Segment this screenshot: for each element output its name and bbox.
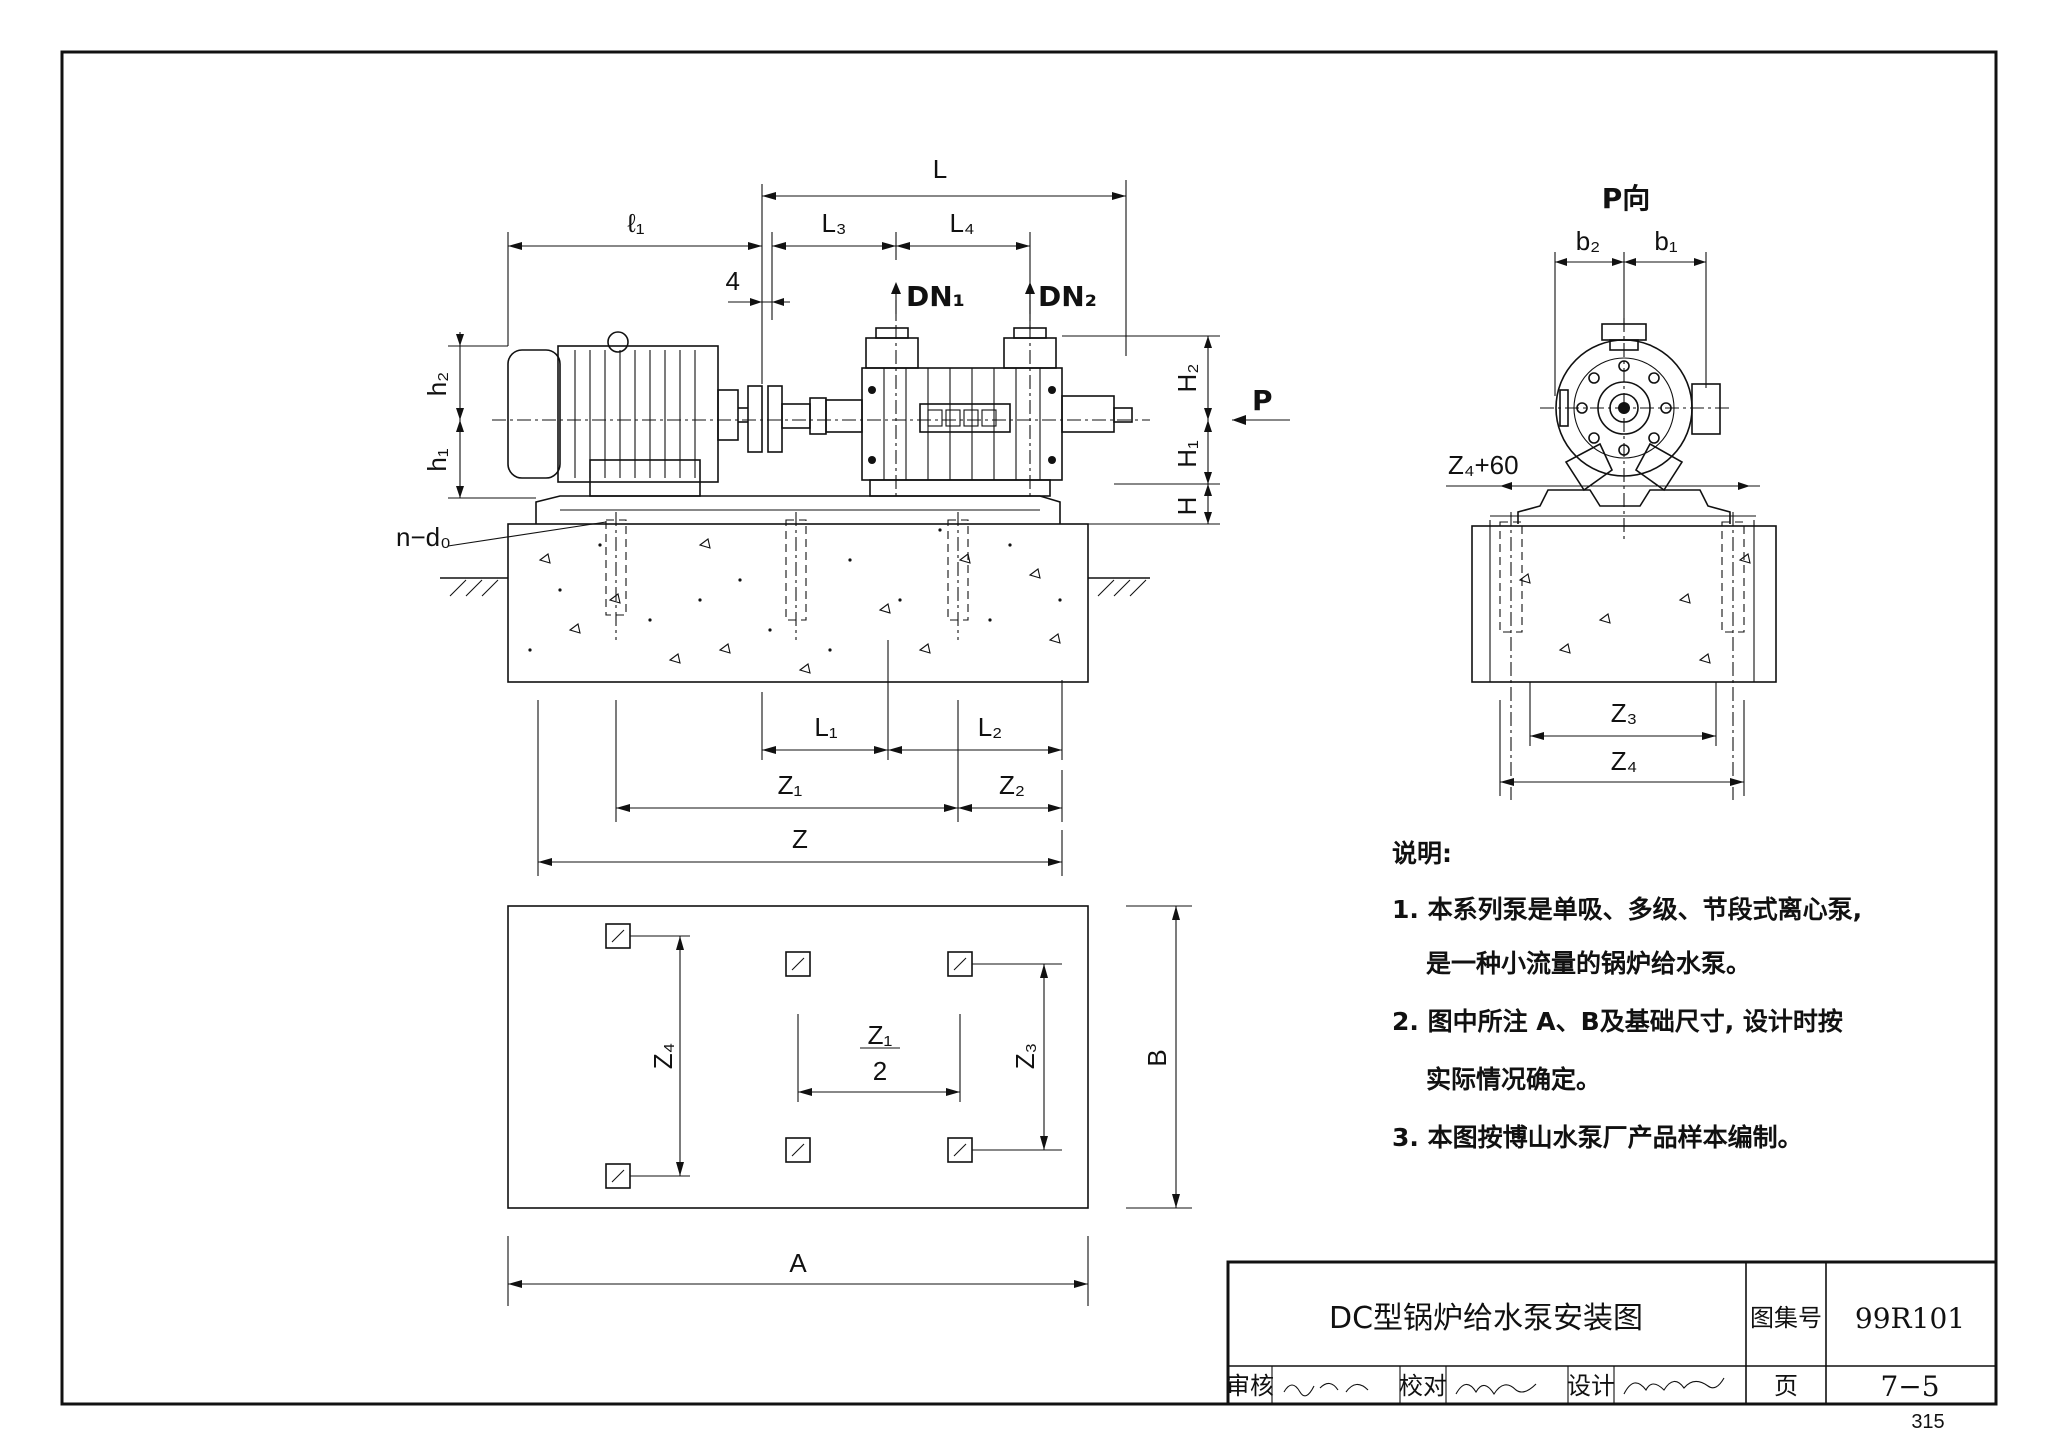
note-1b: 是一种小流量的锅炉给水泵。 [1426, 949, 1751, 978]
atlas-number: 99R101 [1855, 1302, 1965, 1335]
dim-Z2: Z₂ [999, 770, 1025, 800]
pump-end-bearing [1061, 395, 1115, 433]
motor [507, 331, 748, 497]
suction-flange [865, 337, 919, 369]
anchor-bolts [605, 512, 969, 640]
review-signature [1283, 1382, 1369, 1397]
side-anchor-bolts [1489, 512, 1755, 800]
plan-dim-Z3: Z₃ [1010, 1043, 1040, 1069]
dim-l1: ℓ₁ [627, 208, 644, 238]
dim-b2: b₂ [1576, 226, 1601, 256]
elevation-view [440, 180, 1290, 876]
motor-feet [589, 459, 701, 497]
p-view-marker: P [1252, 384, 1273, 417]
side-pedestal [1517, 489, 1731, 524]
design-label: 设计 [1567, 1372, 1615, 1400]
dim-H: H [1172, 497, 1202, 516]
note-2b: 实际情况确定。 [1426, 1065, 1601, 1094]
base-frame [535, 495, 1061, 524]
pump-stages [883, 368, 1041, 480]
coupling [747, 385, 827, 453]
dim-H2: H₂ [1172, 364, 1202, 393]
note-1a: 1. 本系列泵是单吸、多级、节段式离心泵, [1392, 895, 1862, 924]
note-3: 3. 本图按博山水泵厂产品样本编制。 [1392, 1123, 1803, 1152]
ground-hatch-left [440, 577, 508, 597]
left-height-dimensions [448, 332, 536, 499]
dim-h2: h₂ [422, 372, 452, 397]
sheet-page-number: 315 [1911, 1411, 1944, 1433]
dim-L3: L₃ [821, 208, 846, 238]
notes-title: 说明: [1392, 839, 1452, 868]
side-dim-Z3: Z₃ [1611, 698, 1637, 728]
check-signature [1455, 1383, 1537, 1396]
pump [825, 327, 1133, 497]
dim-Z: Z [792, 824, 808, 854]
dim-H1: H₁ [1172, 440, 1202, 468]
dim-b1: b₁ [1654, 226, 1677, 256]
atlas-label: 图集号 [1750, 1304, 1822, 1332]
pump-pedestal [869, 479, 1051, 497]
lifting-eye [607, 331, 629, 353]
dim-A: A [789, 1248, 807, 1278]
dim-Lp2: L₂ [978, 712, 1003, 742]
design-signature [1623, 1377, 1725, 1395]
dim-Z1: Z₁ [778, 770, 803, 800]
p-view [1446, 252, 1777, 800]
pump-casing [861, 367, 1063, 481]
anchor-leader [447, 521, 607, 547]
drawing-title: DC型锅炉给水泵安装图 [1329, 1301, 1643, 1336]
side-foundation [1471, 525, 1777, 683]
dim-h1: h₁ [422, 448, 452, 471]
foundation-plan [507, 905, 1089, 1209]
motor-cooling-fins [574, 350, 696, 478]
side-nozzle [1691, 383, 1721, 435]
plan-dim-Z4: Z₄ [648, 1043, 678, 1070]
ground-hatch-right [1088, 577, 1150, 597]
motor-body [557, 345, 719, 483]
sheet-border [60, 50, 1998, 1406]
top-dimensions [507, 180, 1127, 384]
page-label: 页 [1774, 1372, 1798, 1400]
end-bolts [1576, 360, 1672, 456]
motor-end-cap [507, 349, 561, 479]
dim-Z4-plus-60: Z₄+60 [1448, 450, 1519, 480]
dim-L4: L₄ [949, 208, 974, 238]
page-number-box: 7−5 [1880, 1370, 1939, 1403]
bottom-dimensions [537, 640, 1063, 876]
note-2a: 2. 图中所注 A、B及基础尺寸, 设计时按 [1392, 1007, 1843, 1036]
dim-gap: 4 [726, 266, 740, 296]
concrete-aggregate [538, 538, 1061, 674]
concrete-foundation [507, 523, 1089, 683]
plan-dim-Z1-den: 2 [873, 1056, 887, 1086]
anchor-hole-label: n−d₀ [396, 522, 451, 552]
check-label: 校对 [1399, 1372, 1447, 1400]
dn2-label: DN₂ [1038, 280, 1097, 313]
p-view-title: P向 [1602, 182, 1651, 215]
dim-Lp1: L₁ [814, 712, 837, 742]
motor-shaft-hub [717, 389, 739, 441]
dim-B: B [1142, 1049, 1172, 1066]
review-label: 审核 [1226, 1372, 1274, 1400]
right-height-dimensions [1062, 335, 1290, 525]
side-dim-Z4: Z₄ [1611, 746, 1638, 776]
title-block [1226, 1260, 1998, 1406]
stage-window [919, 403, 1011, 433]
dim-L: L [933, 154, 947, 184]
concrete-dots [528, 528, 1062, 652]
plan-dim-Z1-num: Z₁ [868, 1020, 893, 1050]
plan-view [507, 905, 1192, 1306]
dn1-label: DN₁ [906, 280, 965, 313]
